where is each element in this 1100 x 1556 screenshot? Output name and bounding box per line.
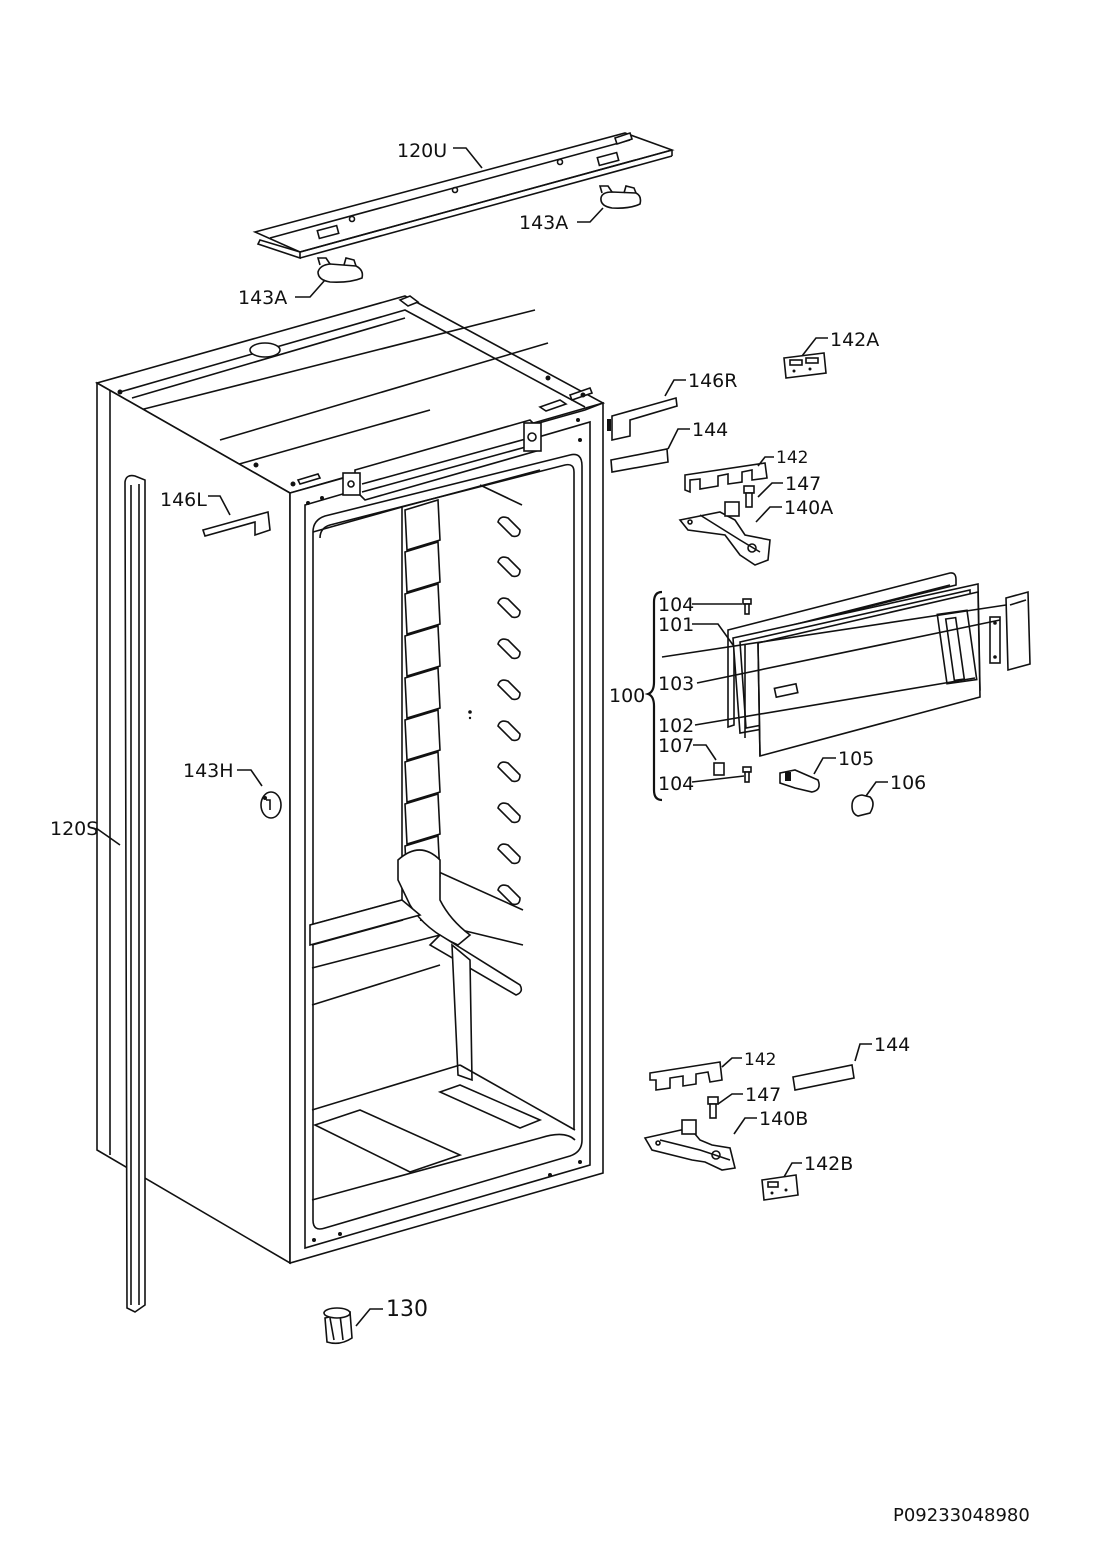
part-146R-strip [607,396,678,441]
part-120S-side-trim [124,474,146,1313]
part-140A-hinge [678,501,771,566]
callout-142-bottom: 142 [744,1050,776,1070]
callout-144-top: 144 [692,419,728,441]
drawing-reference-number: P09233048980 [893,1505,1030,1526]
callout-140B: 140B [759,1108,808,1130]
part-147-screw-bottom [707,1096,719,1119]
callout-105: 105 [838,748,874,770]
part-cabinet-body [94,295,606,1265]
part-130-foot [323,1307,353,1345]
right-shelf-supports [497,516,521,906]
part-147-screw-top [743,485,755,508]
callout-107: 107 [658,735,694,757]
part-142-bracket-top [684,462,768,494]
callout-102: 102 [658,715,694,737]
callout-104-top: 104 [658,594,694,616]
callout-103: 103 [658,673,694,695]
callout-143A-right: 143A [519,212,568,234]
part-142-bracket-bottom [649,1061,723,1091]
callout-143H: 143H [183,760,234,782]
part-140B-hinge [643,1119,736,1171]
part-146L-strip [201,510,271,537]
part-144-strip-bottom [792,1064,855,1091]
part-100-door-assembly [644,572,1031,817]
part-143H-plug [260,791,282,819]
callout-101: 101 [658,614,694,636]
callout-labels: 120U 143A 143A 142A 146R 144 142 147 140… [50,140,1030,1526]
callout-147-top: 147 [785,473,821,495]
callout-120S: 120S [50,818,98,840]
callout-142-top: 142 [776,448,808,468]
part-144-strip-top [610,448,669,473]
callout-140A: 140A [784,497,833,519]
part-120U-top-rail [252,131,675,260]
callout-146R: 146R [688,370,737,392]
part-143A-cap-left [316,257,364,283]
part-143A-cap-right [598,185,642,209]
callout-142A: 142A [830,329,879,351]
callout-120U: 120U [397,140,447,162]
part-142B-plate [761,1174,799,1201]
callout-130: 130 [386,1297,428,1322]
callout-100: 100 [609,685,645,707]
callout-142B: 142B [804,1153,853,1175]
part-142A-plate [783,352,827,379]
callout-144-bottom: 144 [874,1034,910,1056]
left-shelf-supports [404,498,441,888]
callout-146L: 146L [160,489,207,511]
callout-147-bottom: 147 [745,1084,781,1106]
callout-106: 106 [890,772,926,794]
leader-lines [95,147,1007,1327]
callout-143A-left: 143A [238,287,287,309]
callout-104-bottom: 104 [658,773,694,795]
